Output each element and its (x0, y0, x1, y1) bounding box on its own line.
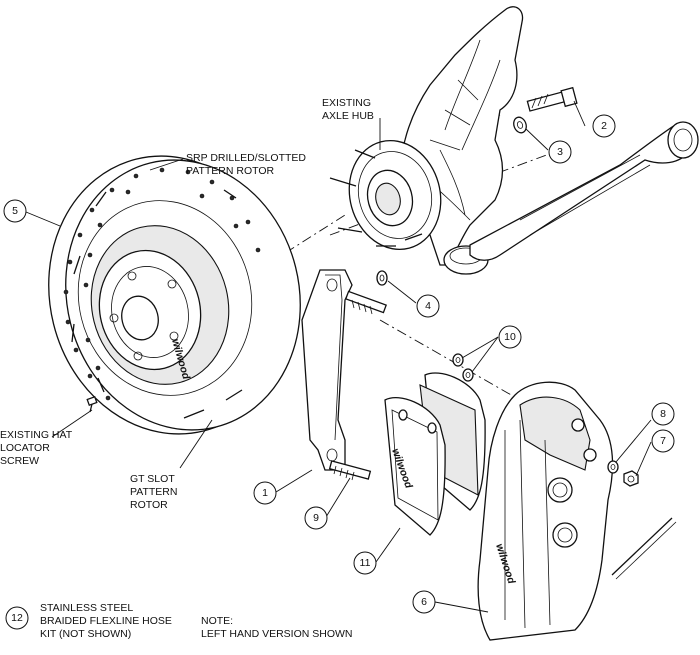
hat-screw-label-line-2: LOCATOR (0, 442, 50, 454)
callout-9: 9 (304, 506, 328, 530)
gt-slot-label-line-2: PATTERN (130, 486, 177, 498)
washer-part-3 (513, 116, 527, 134)
callout-1: 1 (253, 481, 277, 505)
stud-part-9 (328, 460, 372, 481)
callout-10-number: 10 (504, 331, 516, 343)
label-note: NOTE: LEFT HAND VERSION SHOWN (201, 615, 353, 640)
callout-6: 6 (412, 590, 436, 614)
callout-3-number: 3 (557, 146, 563, 158)
leader-lines (25, 100, 652, 613)
callout-4: 4 (416, 294, 440, 318)
label-hat-screw: EXISTING HAT LOCATOR SCREW (0, 429, 73, 467)
callout-11-number: 11 (360, 557, 371, 569)
callout-8: 8 (651, 402, 675, 426)
caliper-part-6: wilwood (477, 381, 677, 641)
hose-label-line-2: BRAIDED FLEXLINE HOSE (40, 615, 172, 627)
callout-12-number: 12 (11, 612, 23, 624)
hat-screw-label-line-1: EXISTING HAT (0, 429, 73, 441)
callout-12: 12 (5, 606, 29, 630)
label-gt-slot: GT SLOT PATTERN ROTOR (130, 473, 177, 511)
mounting-bracket-part-1 (301, 269, 353, 471)
callout-8-number: 8 (660, 408, 666, 420)
callout-10: 10 (498, 325, 522, 349)
callout-4-number: 4 (425, 300, 431, 312)
label-existing-axle-hub: EXISTING AXLE HUB (322, 97, 374, 122)
callout-7: 7 (651, 429, 675, 453)
callout-11: 11 (353, 551, 377, 575)
srp-rotor-label-line-2: PATTERN ROTOR (186, 165, 275, 177)
callout-3: 3 (548, 140, 572, 164)
label-srp-rotor: SRP DRILLED/SLOTTED PATTERN ROTOR (186, 152, 306, 177)
hat-locator-screw (86, 395, 98, 413)
rotor-drill-holes (63, 167, 261, 401)
callout-2-number: 2 (601, 120, 607, 132)
hat-screw-label-line-3: SCREW (0, 455, 39, 467)
callout-2: 2 (592, 114, 616, 138)
shims-part-10 (452, 353, 474, 382)
callout-9-number: 9 (313, 512, 319, 524)
bolt-part-4 (345, 290, 387, 315)
callout-6-number: 6 (421, 596, 427, 608)
brake-pads-part-11: wilwood (384, 372, 486, 536)
wheel-studs (329, 149, 423, 247)
note-label-line-2: LEFT HAND VERSION SHOWN (201, 628, 353, 640)
srp-rotor-label-line-1: SRP DRILLED/SLOTTED (186, 152, 306, 164)
label-hose-kit: STAINLESS STEEL BRAIDED FLEXLINE HOSE KI… (40, 602, 172, 640)
hose-label-line-1: STAINLESS STEEL (40, 602, 133, 614)
gt-slot-label-line-1: GT SLOT (130, 473, 175, 485)
axle-hub-label-line-1: EXISTING (322, 97, 371, 109)
rotor: wilwood (48, 155, 301, 435)
washer-part-4 (376, 270, 388, 286)
callout-1-number: 1 (262, 487, 268, 499)
nut-part-7 (623, 470, 639, 487)
washer-part-8 (607, 460, 619, 474)
bolt-part-2 (526, 86, 578, 112)
axle-hub-label-line-2: AXLE HUB (322, 110, 374, 122)
hose-label-line-3: KIT (NOT SHOWN) (40, 628, 131, 640)
gt-slot-label-line-3: ROTOR (130, 499, 168, 511)
note-label-line-1: NOTE: (201, 615, 233, 627)
callout-5-number: 5 (12, 205, 18, 217)
callout-5: 5 (3, 199, 27, 223)
axle-hub-knuckle (329, 6, 699, 275)
callout-7-number: 7 (660, 435, 666, 447)
